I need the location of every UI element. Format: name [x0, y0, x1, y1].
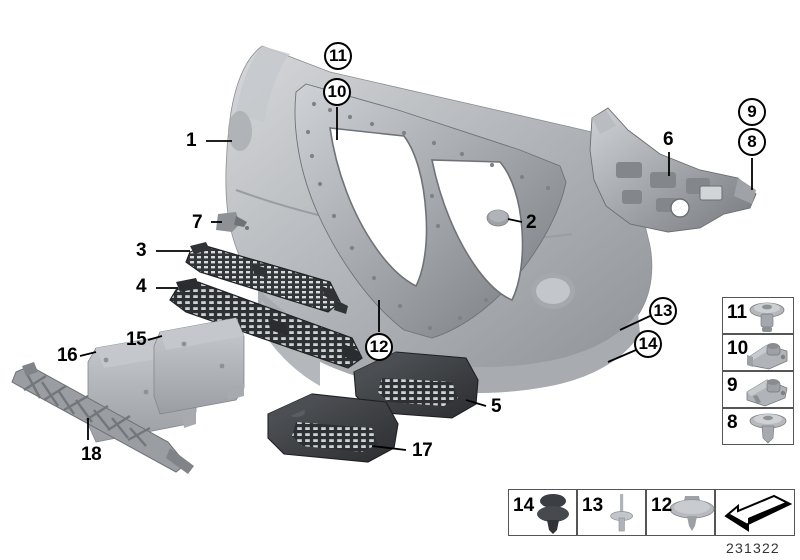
callout-circle-13: 13 — [649, 297, 677, 325]
callout-circle-10: 10 — [323, 78, 351, 106]
callout-label-4: 4 — [136, 276, 147, 297]
clip-nut-a-icon — [746, 379, 788, 407]
drawing-number: 231322 — [726, 540, 780, 556]
callout-label-6: 6 — [663, 129, 674, 150]
headlight-carrier-bracket — [589, 107, 757, 233]
legend-cell-13: 13 — [577, 489, 646, 536]
legend-cell-14: 14 — [508, 489, 577, 536]
callout-label-2: 2 — [526, 212, 537, 233]
legend-number-10: 10 — [727, 338, 749, 359]
fillister-head-screw-icon — [749, 302, 785, 332]
legend-cell-arrow — [715, 489, 795, 536]
legend-number-11: 11 — [727, 302, 748, 323]
dark-expanding-rivet-icon — [537, 494, 569, 534]
callout-circle-14: 14 — [634, 330, 662, 358]
leader-lines — [79, 107, 753, 451]
legend-cell-12: 12 — [646, 489, 715, 536]
callout-label-7: 7 — [192, 212, 203, 233]
tow-eye-cover — [486, 209, 510, 227]
lower-support-frame — [11, 362, 194, 474]
legend-number-8: 8 — [727, 412, 738, 433]
callout-circle-8: 8 — [738, 128, 766, 156]
legend-number-14: 14 — [513, 495, 535, 516]
licence-plate-base-right — [153, 317, 245, 415]
callout-label-15: 15 — [126, 329, 147, 350]
sensor-clip — [216, 212, 249, 232]
callout-circle-12: 12 — [365, 333, 393, 361]
legend-cell-8: 8 — [722, 408, 794, 445]
callout-label-5: 5 — [491, 396, 502, 417]
callout-label-1: 1 — [186, 130, 197, 151]
legend-cell-10: 10 — [722, 334, 794, 371]
callout-circle-9: 9 — [738, 98, 766, 126]
legend-number-9: 9 — [727, 375, 738, 396]
legend-cell-11: 11 — [722, 297, 794, 334]
expanding-rivet-icon — [749, 413, 787, 444]
callout-label-16: 16 — [57, 345, 78, 366]
callout-label-17: 17 — [412, 440, 433, 461]
clip-nut-b-icon — [747, 343, 788, 370]
upper-grille-mesh — [185, 242, 348, 314]
legend-number-12: 12 — [651, 495, 673, 516]
lower-grille-mesh — [169, 278, 363, 369]
legend-cell-9: 9 — [722, 371, 794, 408]
direction-arrow-icon — [724, 494, 793, 532]
legend-number-13: 13 — [582, 495, 604, 516]
callout-label-3: 3 — [136, 240, 147, 261]
kidney-grille-carrier — [294, 83, 567, 339]
callout-label-18: 18 — [81, 444, 102, 465]
push-button-clip-icon — [669, 496, 715, 531]
blind-rivet-icon — [610, 494, 633, 532]
left-air-intake-grille — [267, 393, 399, 463]
callout-circle-11: 11 — [324, 42, 352, 70]
